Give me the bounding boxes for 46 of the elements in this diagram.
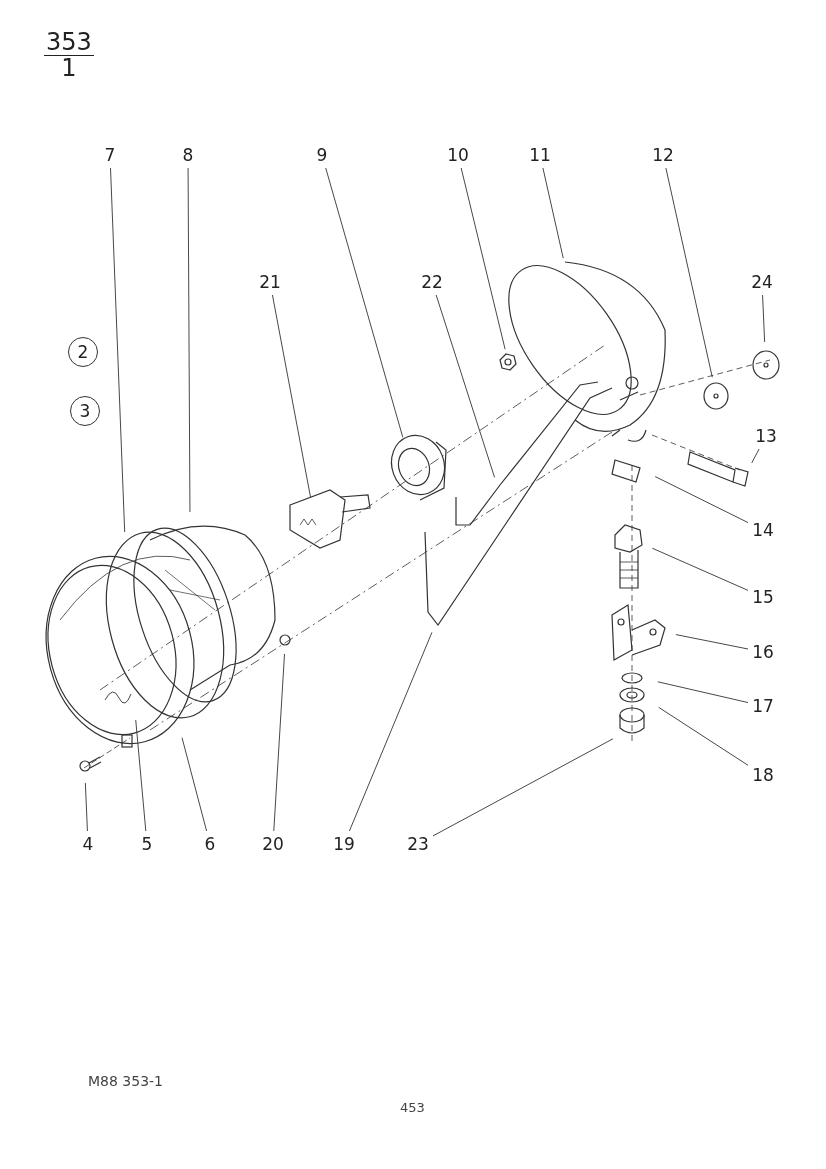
callout-number: 6 (199, 833, 221, 855)
leader-line (762, 294, 766, 343)
leader-line (435, 294, 495, 478)
callout-number: 11 (529, 144, 551, 166)
callout-number: 17 (752, 695, 774, 717)
callout-number: 18 (752, 764, 774, 786)
leader-line (187, 167, 191, 513)
drawing-reference: M88 353-1 (88, 1073, 164, 1089)
callout-number: 24 (751, 271, 773, 293)
leader-line (657, 681, 749, 703)
leader-line (110, 167, 126, 533)
callout-number: 21 (259, 271, 281, 293)
leader-line (651, 547, 749, 591)
callout-number: 10 (447, 144, 469, 166)
callout-number: 9 (311, 144, 333, 166)
leader-line (658, 706, 749, 766)
page-number: 453 (400, 1100, 425, 1115)
sheet-number: 353 (44, 30, 94, 57)
leader-line (665, 167, 713, 378)
sheet-page-number: 1 (61, 56, 77, 82)
callout-number: 15 (752, 586, 774, 608)
leader-line (751, 448, 760, 464)
leader-line (84, 782, 88, 832)
leader-line (675, 634, 749, 650)
callout-number: 8 (177, 144, 199, 166)
leader-line (272, 294, 311, 498)
leader-line (654, 476, 749, 524)
leader-line (460, 167, 506, 350)
callout-number: 4 (77, 833, 99, 855)
leader-line (273, 653, 285, 832)
leader-line (348, 631, 433, 832)
leader-line (325, 167, 404, 438)
callout-number: 19 (333, 833, 355, 855)
callout-number: 20 (262, 833, 284, 855)
callout-number: 23 (407, 833, 429, 855)
leader-line (135, 719, 147, 832)
callout-number: 12 (652, 144, 674, 166)
callout-number: 7 (99, 144, 121, 166)
callout-number: 22 (421, 271, 443, 293)
callout-number: 14 (752, 519, 774, 541)
leader-line (542, 167, 564, 259)
callout-number: 5 (136, 833, 158, 855)
leader-line (181, 737, 208, 832)
callout-number: 13 (755, 425, 777, 447)
leader-line (432, 738, 614, 837)
callout-number: 16 (752, 641, 774, 663)
